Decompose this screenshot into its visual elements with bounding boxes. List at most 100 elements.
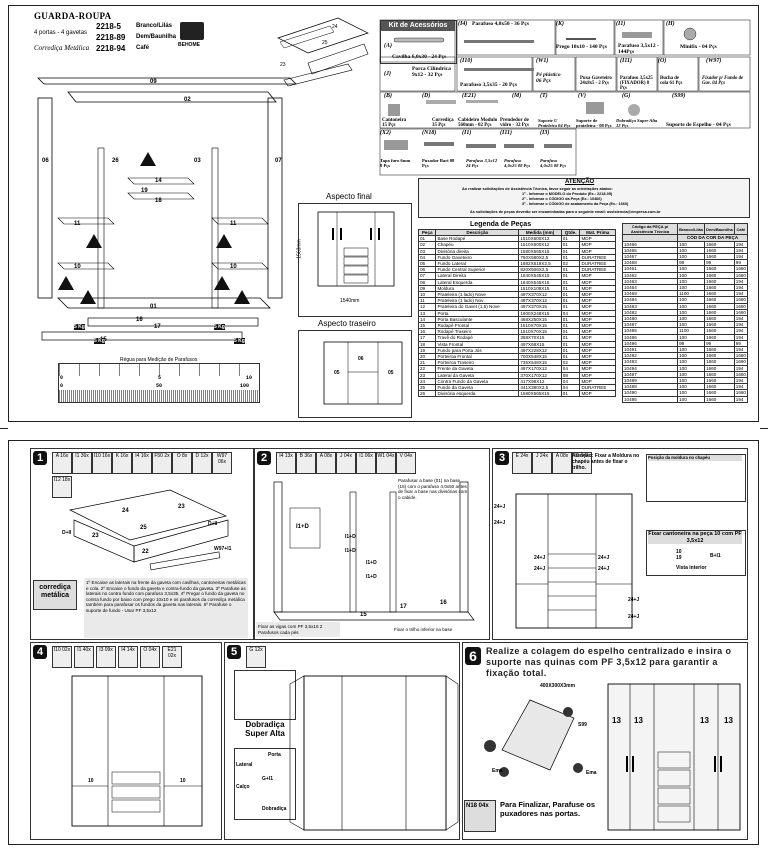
legend-cell: 1840X545X15 — [518, 272, 562, 280]
ruler-top-0: 0 — [60, 375, 64, 381]
hardware-tag: I1 04x — [572, 452, 592, 474]
legend-cell: MDP — [579, 297, 616, 305]
kit-i10-code: (I10) — [460, 58, 473, 64]
legend-cell: MDP — [579, 322, 616, 330]
codes-cell: 194 — [733, 284, 749, 292]
brand-logo-text: BEHOME — [178, 42, 200, 48]
legend-cell: MDP — [579, 346, 616, 355]
hardware-tag: I12 18x — [52, 476, 72, 498]
hardware-tag: E21 02x — [162, 646, 182, 668]
step6-door-13a: 13 — [612, 716, 621, 725]
step1-label-23a: 23 — [178, 504, 185, 510]
step2-label-16: 16 — [440, 600, 447, 606]
hardware-tag: B 36x — [296, 452, 316, 474]
codes-cell: 10489 — [621, 377, 679, 385]
legend-cell: 10 — [417, 291, 437, 299]
part-label-02: 02 — [184, 97, 191, 103]
codes-cell: 194 — [733, 277, 749, 286]
codes-cell: 100 — [677, 277, 706, 286]
step3-side-box-1 — [646, 454, 746, 502]
kit-s99-label: Suporte de Espelho - 04 Pçs — [666, 122, 731, 128]
kit-v-code: (V) — [578, 93, 586, 99]
codes-cell: 1660 — [733, 271, 749, 279]
step1-caption: corrediça metálica — [39, 584, 71, 599]
hardware-tag: D 12x — [192, 452, 212, 474]
step-6-mirror-diagram — [484, 699, 583, 777]
codes-cell: 100 — [677, 364, 706, 372]
codes-cell: 99 — [733, 339, 749, 348]
kit-i11b-label: Parafuso 4,0x25 08 Pçs — [504, 158, 531, 168]
legend-cell: 468X250X15 — [518, 315, 562, 324]
kit-i11-label: Parafuso 3,5x25 (FIXADOR) 8 Pçs — [620, 76, 653, 91]
step5-hinge-label-lateral: Lateral — [236, 762, 253, 768]
kit-x2-code: (X2) — [380, 130, 391, 136]
codes-cell: 10491 — [621, 346, 679, 354]
rear-part-05a: 05 — [334, 370, 340, 376]
legend-cell: 497X228X12 — [518, 346, 562, 355]
hardware-tag: I10 02x — [52, 646, 72, 668]
kit-e21-label: Cabideiro Modulo 560mm - 02 Pçs — [458, 118, 498, 128]
legend-cell: 13 — [417, 309, 437, 317]
step6-final-tag — [464, 800, 496, 832]
hardware-tag: W97 06x — [212, 452, 232, 474]
svg-text:24: 24 — [332, 24, 338, 30]
attention-line-2: 1º - Informar o MODELO do Produto (Ex.: … — [522, 192, 613, 196]
kit-i3-label: Parafuso 4,0x25 08 Pçs — [540, 158, 567, 168]
step3-side-title-2: Fixar cantoneira na peça 10 com PF 3,5x1… — [648, 531, 742, 544]
kit-i1b-code: (I1) — [462, 130, 472, 136]
legend-header-cell: Medida (mm) — [518, 228, 562, 237]
hardware-tag: A 16x — [52, 452, 72, 474]
codes-header-cell: Código da PEÇA p/ Assistência Técnica — [621, 222, 679, 236]
hardware-tag: I1 06x — [356, 452, 376, 474]
rear-part-06: 06 — [358, 356, 364, 362]
part-label-26: 26 — [112, 158, 119, 164]
codes-cell: 10493 — [621, 358, 679, 366]
step-5-number: 5 — [227, 645, 241, 659]
legend-cell: MDP — [579, 291, 616, 299]
step5-hinge-label-porta: Porta — [268, 752, 281, 758]
kit-i10-label: Parafuso 3,5x35 - 20 Pçs — [460, 82, 517, 88]
codes-cell: 1660 — [733, 389, 749, 397]
kit-i1-label: Parafuso 3,5x12 - 144Pçs — [618, 43, 659, 55]
codes-cell: 100 — [677, 308, 706, 317]
legend-cell: 1510X70X15 — [518, 328, 562, 336]
kit-box-main — [380, 20, 457, 64]
codes-cell: 10480 — [621, 315, 679, 323]
codes-cell: 194 — [733, 240, 749, 248]
svg-text:25: 25 — [322, 40, 328, 46]
step-6-number: 6 — [465, 647, 481, 665]
step2-note-1: Parafusar a base (01) na base (15) com o… — [398, 478, 468, 500]
step1-label-25: 25 — [140, 525, 147, 531]
step3-attention: Atenção: Fixar a Moldura no chapéu antes… — [572, 453, 640, 471]
weight-label-1: 5 Kg — [74, 324, 85, 330]
legend-cell: 22 — [417, 365, 437, 373]
step1-label-dii-a: D+II — [62, 530, 72, 536]
legend-cell: MDP — [579, 309, 616, 317]
step3-label-6: 24+J — [598, 566, 610, 572]
hardware-tag: V 04x — [396, 452, 416, 474]
kit-j-label: Porca Cilíndrica 9x12 - 32 Pçs — [412, 66, 451, 78]
codes-cell: 100 — [677, 377, 706, 385]
legend-cell: 497X370X15 — [518, 303, 562, 311]
codes-cell: 100 — [677, 296, 706, 304]
hardware-tag: I4 16x — [132, 452, 152, 474]
step2-label-i1d-c: I1+D — [345, 548, 356, 554]
legend-cell: 820X506X2,5 — [518, 266, 562, 274]
step6-door-13b: 13 — [634, 716, 643, 725]
cut-mark-left — [0, 428, 8, 429]
step-6-panel — [462, 642, 748, 840]
step3-label-3: 24+J — [534, 555, 546, 561]
legend-cell: DURATREE — [579, 384, 616, 392]
step-4-number: 4 — [33, 645, 47, 659]
